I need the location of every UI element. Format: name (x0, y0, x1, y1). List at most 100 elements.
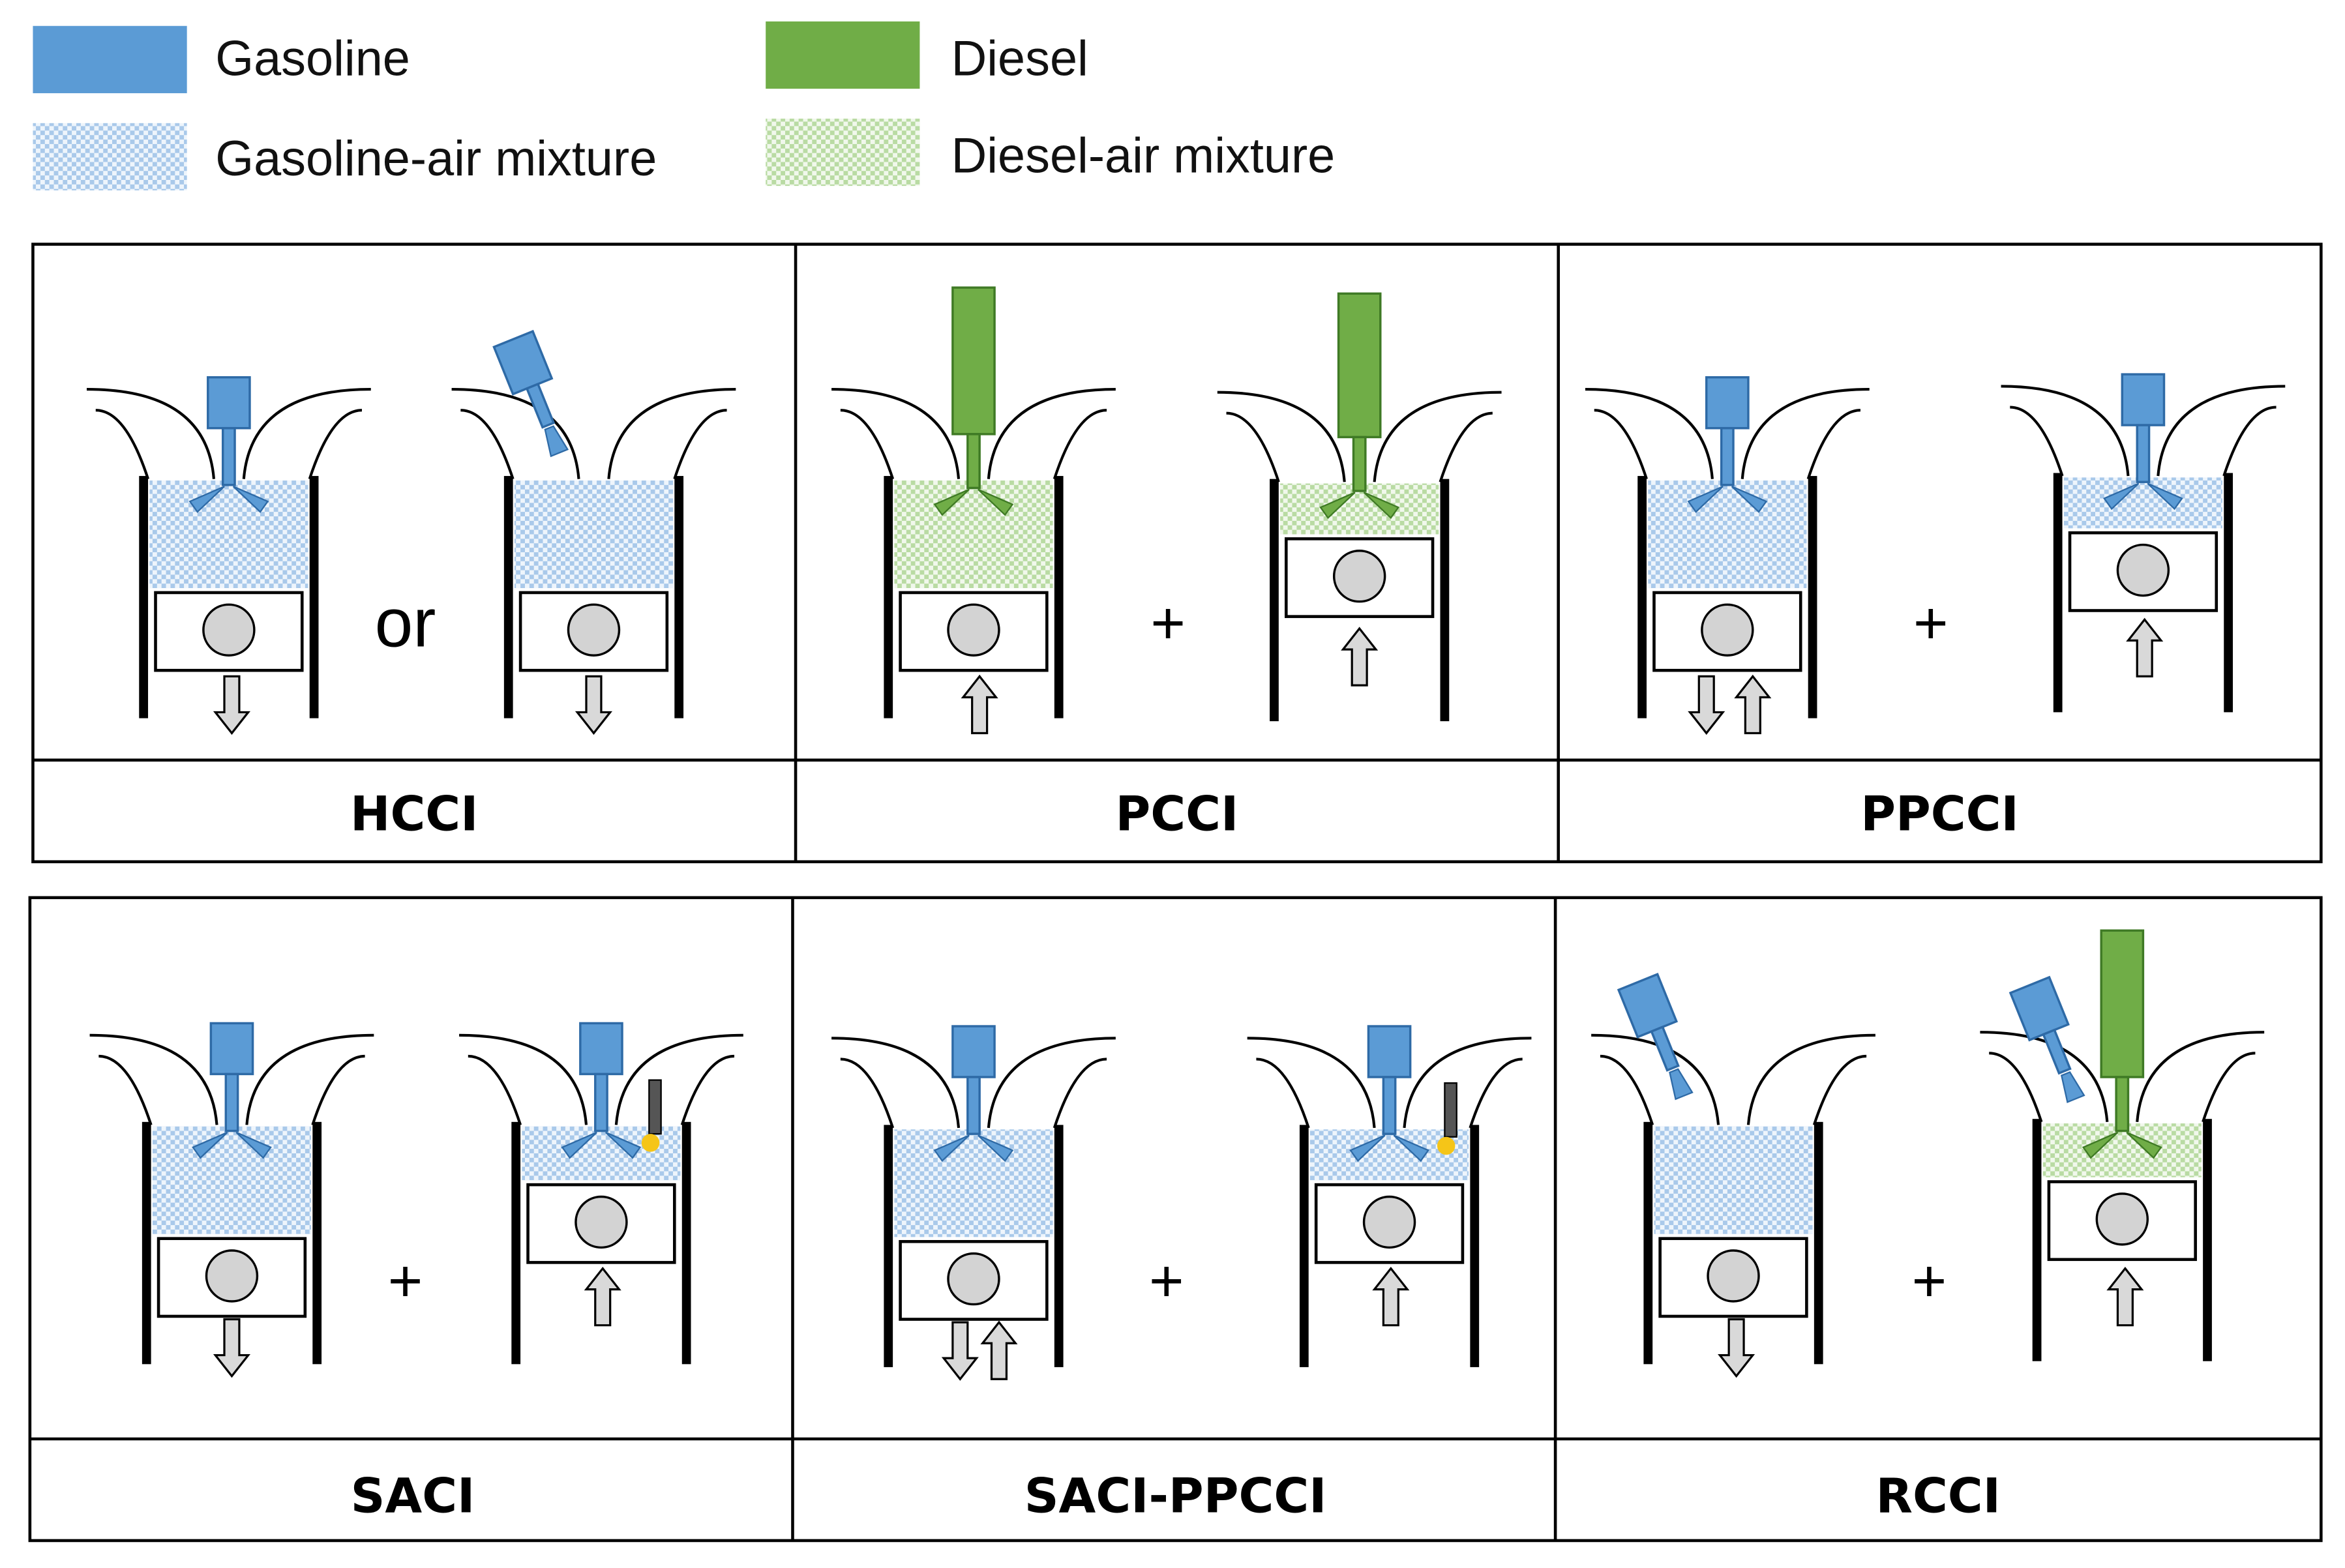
intake-port-line (95, 409, 150, 480)
spray-plume (544, 425, 569, 458)
exhaust-port-line (1469, 1058, 1523, 1129)
exhaust-port-line (987, 387, 1116, 479)
gasoline-injector-icon-nozzle (2136, 424, 2151, 483)
down-arrow-icon (213, 675, 251, 735)
cylinder-wall (1054, 476, 1064, 718)
plus-operator-saci: + (388, 1248, 423, 1314)
exhaust-port-line (1746, 1033, 1875, 1125)
side-injector-icon (1617, 973, 1694, 1101)
engine-ppcci-1 (1585, 376, 1870, 735)
cylinder-wall (884, 476, 893, 718)
diesel-air-mixture (894, 480, 1053, 589)
piston-pin (2116, 543, 2170, 597)
diesel-air-mixture (2042, 1123, 2202, 1177)
gasoline-air-mixture (1648, 480, 1807, 589)
cylinder-wall (511, 1121, 521, 1365)
plus-operator-pcci: + (1150, 590, 1186, 657)
piston-pin (1362, 1195, 1416, 1249)
intake-port-line (1217, 391, 1346, 482)
engine-saci-1 (89, 1022, 374, 1378)
spray-plume (978, 1134, 1014, 1162)
gasoline-swatch (33, 25, 187, 93)
up-arrow-icon (961, 674, 998, 735)
exhaust-port-line (1053, 409, 1107, 480)
exhaust-port-line (308, 409, 363, 480)
exhaust-port-line (614, 1033, 743, 1125)
piston-pin (947, 603, 1000, 657)
gasoline-injector-icon-nozzle (224, 1072, 239, 1132)
down-arrow-icon (941, 1321, 979, 1381)
piston-pin (1332, 550, 1386, 603)
engine-rcci-2 (1980, 929, 2265, 1361)
up-arrow-icon (2106, 1266, 2144, 1327)
down-arrow-icon (213, 1318, 251, 1378)
intake-port-line (89, 1033, 218, 1125)
or-operator: or (375, 585, 436, 662)
piston-pin (567, 603, 621, 657)
mode-label-pcci: PCCI (1115, 787, 1238, 842)
intake-port-line (831, 387, 961, 479)
plus-operator-rcci: + (1912, 1248, 1947, 1314)
up-arrow-icon (980, 1320, 1018, 1380)
legend-diesel-label: Diesel (951, 31, 1088, 86)
exhaust-port-line (1439, 411, 1493, 482)
intake-port-line (840, 409, 895, 480)
side-injector-icon (2009, 975, 2085, 1103)
spray-plume (978, 488, 1014, 516)
exhaust-port-line (2222, 406, 2277, 477)
spray-plume (1349, 1134, 1386, 1162)
intake-port-line (1980, 1031, 2109, 1122)
exhaust-port-line (607, 387, 736, 479)
spray-plume (2126, 1131, 2162, 1159)
legend-gasoline-air-label: Gasoline-air mixture (215, 131, 657, 186)
exhaust-port-line (2136, 1031, 2265, 1122)
exhaust-port-line (1373, 391, 1502, 482)
exhaust-port-line (242, 387, 371, 479)
spark-flame-icon (641, 1134, 660, 1152)
engine-saci-ppcci-1 (831, 1025, 1116, 1381)
up-arrow-icon (1372, 1266, 1410, 1327)
intake-port-line (1600, 1054, 1654, 1126)
intake-port-line (1591, 1033, 1720, 1125)
intake-port-line (459, 1033, 588, 1125)
gasoline-injector-icon-body (1367, 1025, 1412, 1078)
intake-port-line (840, 1058, 895, 1129)
gasoline-injector-icon-nozzle (594, 1072, 608, 1132)
spray-plume (1687, 486, 1724, 513)
cylinder-wall (1814, 1121, 1823, 1365)
gasoline-injector-icon-body (951, 1025, 996, 1078)
piston-pin (1701, 603, 1754, 657)
side-injector-icon (492, 329, 569, 458)
gasoline-air-mixture (149, 480, 308, 589)
gasoline-injector-icon-nozzle (1382, 1076, 1397, 1135)
intake-port-line (1256, 1058, 1310, 1129)
cylinder-wall (1637, 476, 1647, 718)
down-arrow-icon (575, 675, 612, 735)
gasoline-injector-icon-nozzle (221, 426, 236, 486)
cylinder-wall (1808, 476, 1817, 718)
cylinder-wall (2053, 473, 2063, 713)
piston-pin (1707, 1249, 1760, 1303)
piston-pin (202, 603, 256, 657)
exhaust-port-line (1806, 409, 1861, 480)
diesel-injector-icon-body (951, 286, 996, 436)
intake-port-line (460, 409, 515, 480)
gasoline-air-mixture (2063, 477, 2222, 529)
intake-port-line (1247, 1037, 1376, 1129)
exhaust-port-line (245, 1033, 374, 1125)
intake-port-line (2001, 385, 2130, 477)
cylinder-wall (1270, 479, 1279, 722)
cylinder-wall (1299, 1125, 1309, 1367)
exhaust-port-line (1053, 1058, 1107, 1129)
cylinder-wall (681, 1121, 691, 1365)
spray-plume (933, 488, 970, 516)
cylinder-wall (2224, 473, 2233, 713)
diesel-injector-icon-body (1337, 292, 1382, 439)
spark-plug-icon (648, 1079, 662, 1135)
engine-saci-2 (459, 1022, 743, 1365)
exhaust-port-line (1403, 1037, 1532, 1129)
piston-pin (575, 1195, 628, 1249)
diesel-injector-icon-nozzle (966, 433, 981, 490)
intake-port-line (1594, 409, 1648, 480)
gasoline-injector-icon-body (207, 376, 251, 430)
